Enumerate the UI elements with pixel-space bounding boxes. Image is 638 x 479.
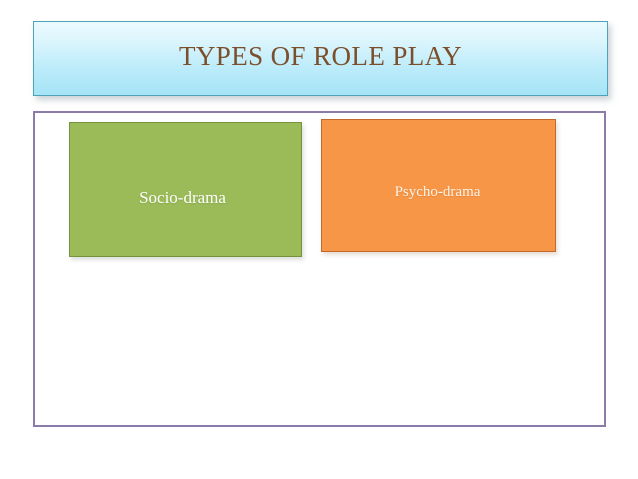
page-title: TYPES OF ROLE PLAY [178, 41, 462, 71]
slide-title-banner: TYPES OF ROLE PLAY [33, 21, 608, 96]
category-box-label: Socio-drama [139, 188, 226, 207]
slide-content-frame: Socio-drama Psycho-drama [33, 111, 606, 427]
category-box-psycho-drama[interactable]: Psycho-drama [321, 119, 556, 252]
category-box-socio-drama[interactable]: Socio-drama [69, 122, 302, 257]
category-box-label: Psycho-drama [394, 184, 481, 200]
